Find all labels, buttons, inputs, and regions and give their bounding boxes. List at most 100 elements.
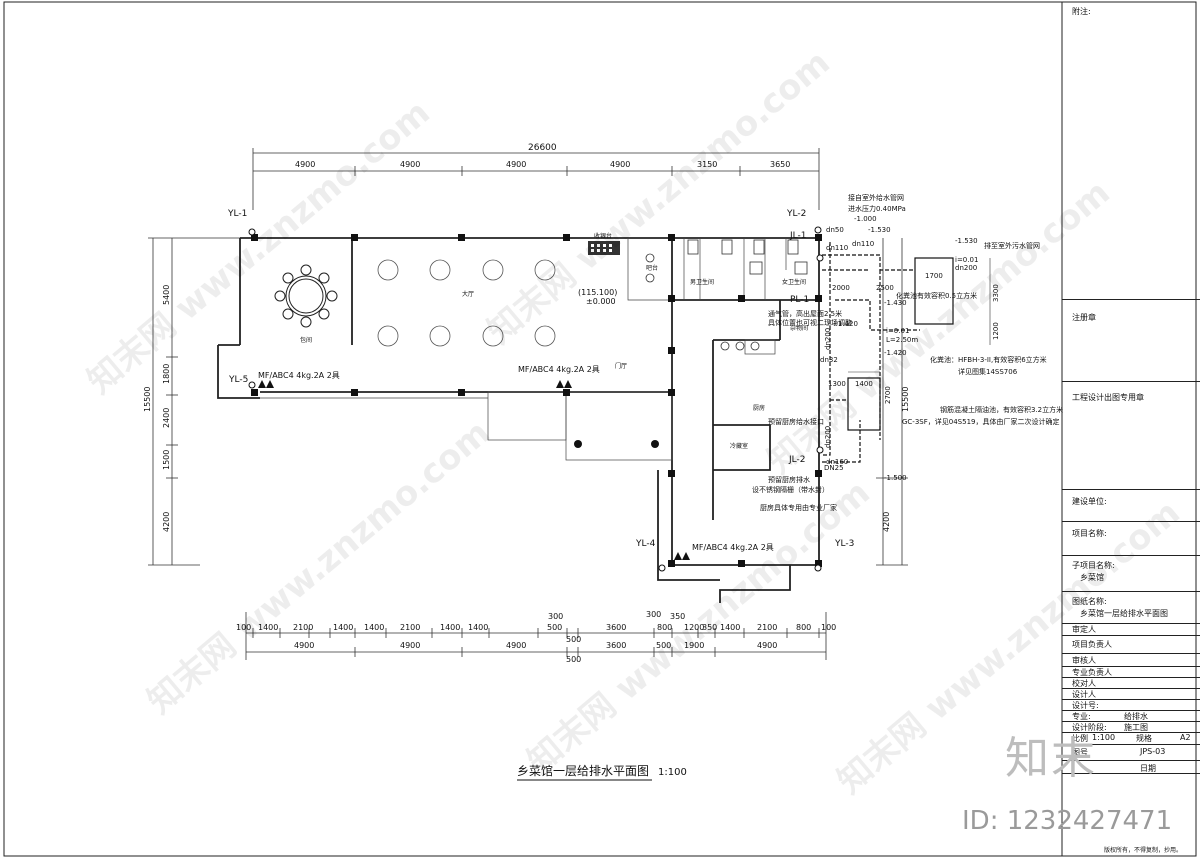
note-dn: dn110 [852,240,874,248]
room-cashier: 收银台 [594,232,612,240]
dim-top-4: 4900 [610,160,630,169]
round-table-large [274,264,338,328]
building-walls [217,237,820,603]
note-dim: 1200 [992,322,1000,340]
dim-bottom-detail: 1400 [333,623,353,632]
note-dim: 2000 [832,284,850,292]
room-female-wc: 女卫生间 [782,278,806,286]
cashier-icon [588,241,620,255]
note-dim: 2500 [876,284,894,292]
extinguisher-spec: MF/ABC4 4kg.2A 2具 [518,365,600,374]
left-dimensions [148,237,240,566]
note-dim: 1300 [828,380,846,388]
note-dn: dn32 [820,356,838,364]
note-dn: dn200 [824,426,832,448]
dim-bottom-detail: 500 [547,623,562,632]
note-grease2: GC-3SF，详见04S519，具体由厂家二次设计确定 [902,417,1059,426]
note-lvl: -1.500 [884,474,907,482]
note-dn: dn200 [824,328,832,350]
note-drain-kit: 预留厨房排水 [768,475,810,484]
note-sink: 预留厨房给水接口 [768,417,824,426]
pipe-label: JL-1 [789,231,806,241]
note-pressure-lvl: -1.000 [854,215,877,223]
plumbing-notes: 接自室外给水管网 进水压力0.40MPa -1.000 排至室外污水管网 -1.… [752,193,1063,512]
hall-tables [377,259,556,347]
dim-bottom-main: 4900 [400,641,420,650]
dim-bottom-main: 4900 [506,641,526,650]
dim-bottom-main: 500 [656,641,671,650]
room-cold: 冷藏室 [730,442,748,450]
tb-stage: 设计阶段: 施工图 [1062,722,1200,733]
tb-client: 建设单位: [1062,490,1200,522]
pipe-label: JL-2 [788,455,805,465]
note-box: 1400 [855,380,873,388]
tb-drawing-name: 图纸名称: 乡菜馆一层给排水平面图 [1062,592,1200,624]
note-septic-tank: 化粪池有效容积0.5立方米 [896,291,977,300]
dim-top-1: 4900 [295,160,315,169]
pipe-label: YL-4 [635,539,656,549]
pipe-label: YL-3 [834,539,854,549]
pipe-label: YL-2 [786,209,806,219]
dim-bottom-detail: 100 [236,623,251,632]
note-dim: 3300 [992,284,1000,302]
extinguisher-notes: MF/ABC4 4kg.2A 2具 MF/ABC4 4kg.2A 2具 MF/A… [258,365,774,552]
dim-bottom-main: 1900 [684,641,704,650]
note-length: L=2.50m [886,336,918,344]
note-drain: 排至室外污水管网 [984,241,1040,250]
tb-approver: 审定人 [1062,624,1200,636]
dim-top-6: 3650 [770,160,790,169]
dim-left-4: 1500 [162,450,171,470]
dim-left-3: 2400 [162,408,171,428]
tb-design-stamp: 工程设计出图专用章 [1062,382,1200,490]
note-dn: dn200 [955,264,977,272]
tb-design-no: 设计号: [1062,700,1200,711]
dim-bottom-detail: 100 [821,623,836,632]
dim-bottom-detail: 2100 [757,623,777,632]
tb-scale: 比例 1:100 规格 A2 [1062,733,1200,745]
dim-right-1: 4200 [882,512,891,532]
room-labels: 包间 大厅 门厅 吧台 男卫生间 女卫生间 杂物间 厨房 冷藏室 收银台 [300,232,808,450]
dim-bottom-sub: 500 [566,635,581,644]
toilet-fixtures [645,239,808,351]
title-block: 附注: 注册章 工程设计出图专用章 建设单位: 项目名称: 子项目名称: 乡菜馆… [1062,0,1200,859]
tb-sheet: 图号 JPS-03 [1062,745,1200,761]
septic-tank [914,257,954,325]
tb-sub-project: 子项目名称: 乡菜馆 [1062,556,1200,592]
tb-checker: 审核人 [1062,654,1200,667]
floor-elevation-zero: ±0.000 [586,297,616,306]
sheet-frame [3,1,1197,857]
note-supply: 接自室外给水管网 [848,193,904,202]
pipe-label: YL-1 [227,209,247,219]
dim-left-5: 4200 [162,512,171,532]
brand-logo: 知末 [1005,733,1097,784]
dim-bottom-sub: 300 [646,610,661,619]
tb-specialist: 专业负责人 [1062,667,1200,678]
note-septic: 化粪池：HFBH-3-II,有效容积6立方米 [930,355,1047,364]
dim-bottom-main: 500 [566,655,581,664]
note-vent: 通气管，高出屋面2.5米 [768,309,842,318]
dim-bottom-detail: 1400 [258,623,278,632]
extinguisher-spec: MF/ABC4 4kg.2A 2具 [692,543,774,552]
image-id: ID: 1232427471 [962,806,1173,836]
dim-bottom-detail: 1400 [468,623,488,632]
tb-date: 日期 [1062,761,1200,774]
dim-bottom-main: 4900 [294,641,314,650]
note-lvl: -1.530 [868,226,891,234]
dim-total: 26600 [528,143,557,153]
tb-project: 项目名称: [1062,522,1200,556]
room-male-wc: 男卫生间 [690,278,714,286]
floor-elevation: (115.100) [578,288,617,297]
bottom-dimensions [245,612,827,660]
note-vent2: 具体位置也可视二现场调整 [768,318,852,327]
dim-bottom-detail: 1400 [364,623,384,632]
note-box: 1700 [925,272,943,280]
dim-right-total: 15500 [901,387,910,412]
pipe-markers [248,226,824,572]
room-kitchen: 厨房 [753,404,765,412]
note-dn: dn50 [826,226,844,234]
bottom-detail-labels: 100 1400 2100 1400 1400 2100 1400 1400 5… [236,610,836,664]
note-dn: dn160 [826,458,848,466]
note-slope: i=0.01 [955,256,978,264]
room-storage: 杂物间 [790,324,808,332]
dim-left-2: 1800 [162,364,171,384]
